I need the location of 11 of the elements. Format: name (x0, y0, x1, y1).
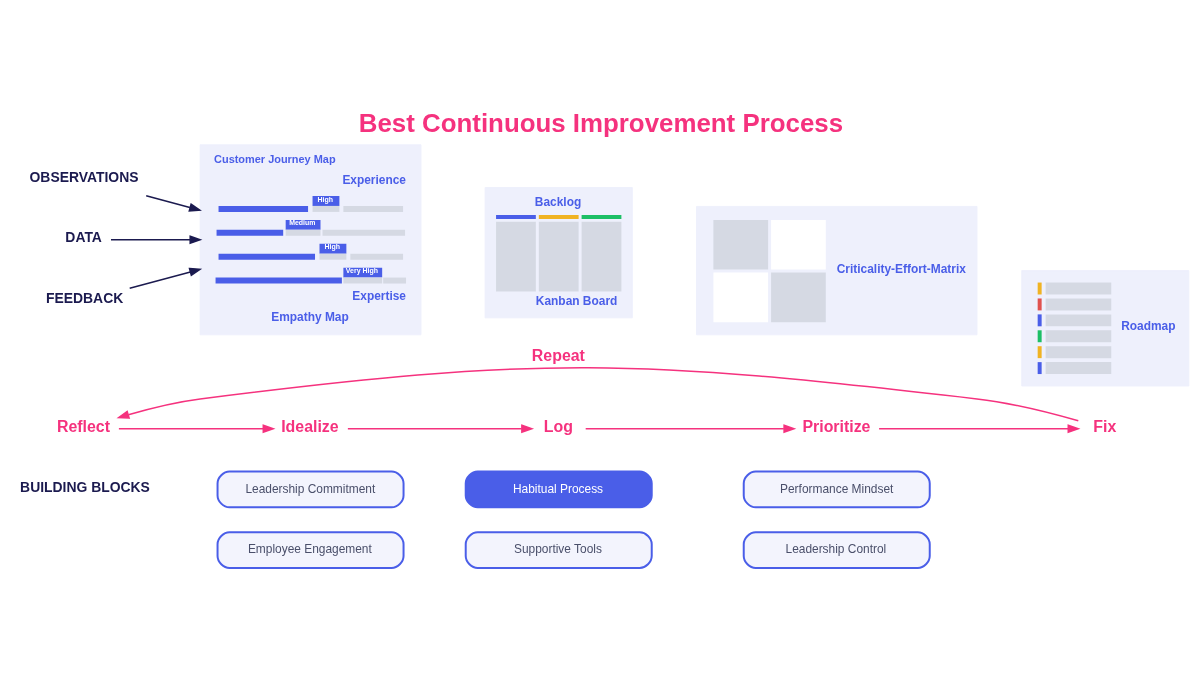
node-text: Idealize (281, 417, 339, 435)
node-text: OBSERVATIONS (29, 168, 139, 185)
node-text: Prioritize (802, 417, 871, 435)
diagram-title: Best Continuous Improvement Process (358, 108, 844, 137)
label: BUILDING BLOCKS (20, 478, 150, 495)
node-text: FEEDBACK (45, 289, 124, 306)
edge-label: Repeat (531, 346, 585, 364)
node-text: Log (543, 417, 573, 435)
node-text: Reflect (56, 417, 110, 435)
node-text: Fix (1093, 417, 1117, 435)
node-text: DATA (65, 228, 102, 245)
